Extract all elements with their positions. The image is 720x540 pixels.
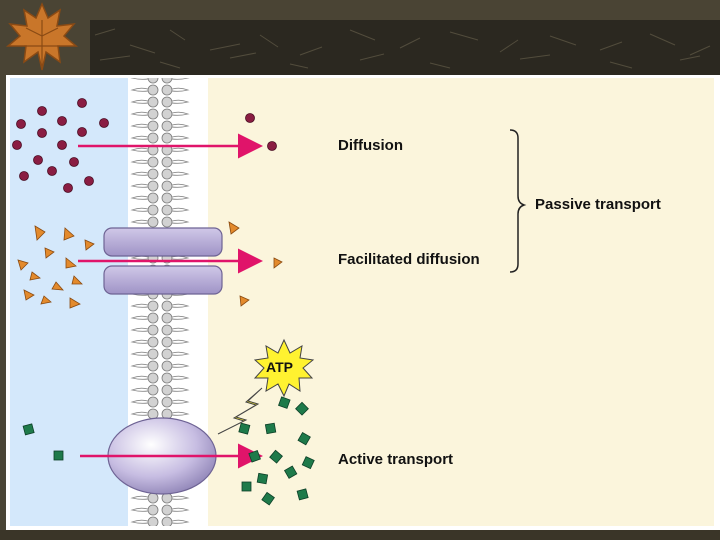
passive-transport-label: Passive transport [535,196,661,213]
atp-burst-icon [253,338,315,398]
passive-transport-bracket [509,129,527,273]
facilitated-diffusion-label: Facilitated diffusion [338,251,480,268]
intracellular-region [208,78,714,526]
facilitated-molecules [17,221,283,309]
diffusion-molecules [12,98,277,193]
atp-label: ATP [266,359,293,375]
active-molecules [22,396,315,506]
maple-leaf-icon [5,2,79,71]
channel-protein [103,227,223,295]
active-transport-label: Active transport [338,451,454,468]
diffusion-label: Diffusion [338,137,403,154]
lightning-bolt-icon [217,387,263,435]
